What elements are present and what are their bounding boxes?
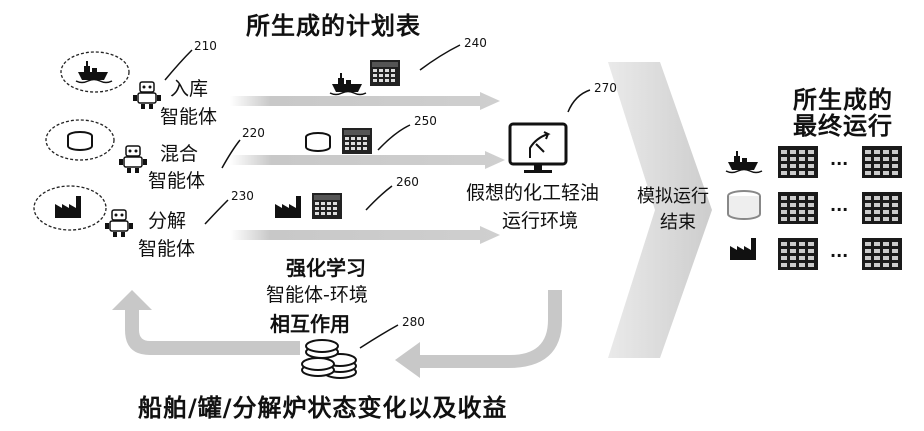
calendar-icon (370, 60, 400, 86)
final-run-title-line1: 所生成的 (793, 88, 893, 112)
ship-icon (330, 73, 366, 95)
ref-250: 250 (414, 115, 437, 127)
agent-2-label-line2: 智能体 (148, 172, 205, 191)
environment-label-line2: 运行环境 (502, 212, 578, 231)
flow-arrow-1 (230, 92, 500, 110)
ellipsis-row-2: ... (830, 198, 848, 214)
factory-icon (730, 238, 756, 260)
calendar-icon (778, 146, 818, 178)
ref-260: 260 (396, 176, 419, 188)
flow-arrow-3 (230, 226, 500, 244)
agent-1-label-line1: 入库 (170, 80, 208, 99)
calendar-icon (862, 146, 902, 178)
ship-icon (726, 151, 762, 173)
factory-icon (275, 196, 301, 218)
coins-icon (302, 340, 356, 378)
robot-icon (105, 210, 133, 237)
ref-230: 230 (231, 190, 254, 202)
monitor-icon (510, 124, 566, 173)
calendar-icon (862, 192, 902, 224)
ref-210: 210 (194, 40, 217, 52)
simulation-label-line2: 结束 (660, 214, 696, 232)
robot-icon (133, 82, 161, 109)
bottom-caption: 船舶/罐/分解炉状态变化以及收益 (138, 396, 508, 420)
ellipsis-row-3: ... (830, 244, 848, 260)
agent-3-label-line2: 智能体 (138, 240, 195, 259)
agent-1-group (61, 52, 161, 109)
rl-label-line3: 相互作用 (270, 314, 350, 334)
agent-3-group (34, 186, 133, 237)
ref-220: 220 (242, 127, 265, 139)
calendar-icon (778, 192, 818, 224)
final-run-grid (726, 146, 902, 270)
ref-270: 270 (594, 82, 617, 94)
calendar-icon (312, 193, 342, 219)
ellipsis-row-1: ... (830, 152, 848, 168)
simulation-label-line1: 模拟运行 (637, 188, 709, 206)
robot-icon (119, 146, 147, 173)
tank-icon (728, 191, 760, 219)
rl-label-line1: 强化学习 (286, 258, 366, 278)
tank-icon (306, 133, 330, 151)
tank-icon (68, 132, 92, 150)
calendar-icon (342, 128, 372, 154)
calendar-icon (778, 238, 818, 270)
ref-280: 280 (402, 316, 425, 328)
final-run-title-line2: 最终运行 (793, 114, 893, 138)
agent-3-label-line1: 分解 (148, 212, 186, 231)
simulation-arrow (608, 62, 712, 358)
environment-label-line1: 假想的化工轻油 (466, 184, 599, 203)
schedule-title: 所生成的计划表 (246, 14, 421, 38)
agent-2-label-line1: 混合 (160, 145, 198, 164)
agent-2-group (46, 120, 147, 173)
rl-label-line2: 智能体-环境 (266, 286, 368, 305)
ref-240: 240 (464, 37, 487, 49)
agent-1-label-line2: 智能体 (160, 108, 217, 127)
calendar-icon (862, 238, 902, 270)
